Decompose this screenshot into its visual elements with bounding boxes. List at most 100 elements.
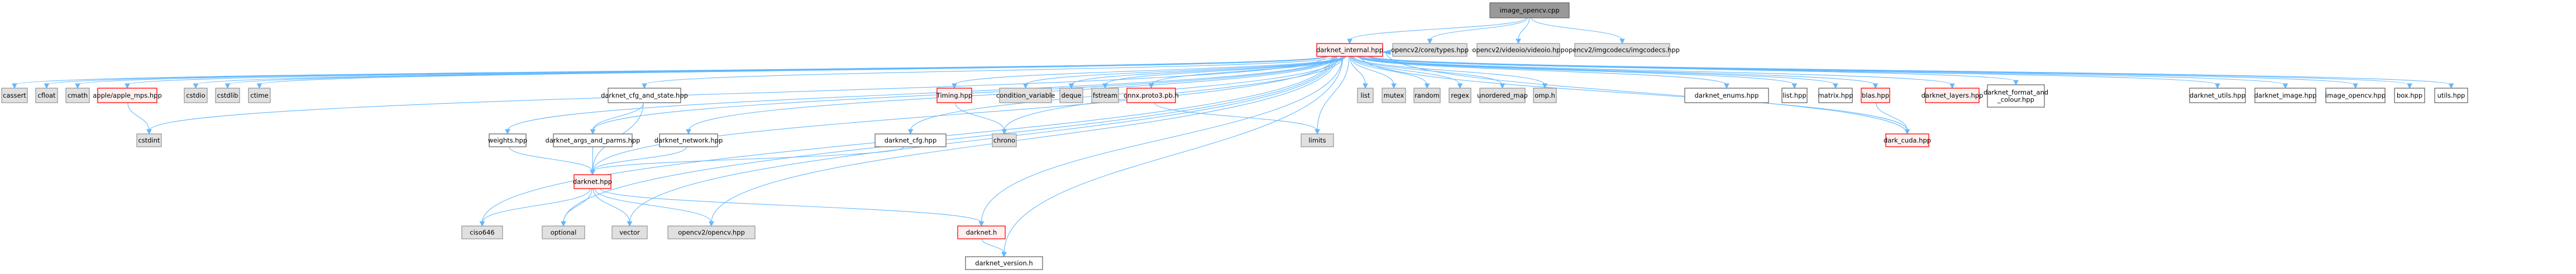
node-opencv2-imgcodecs-hpp[interactable]: opencv2/imgcodecs/imgcodecs.hpp [1565, 43, 1680, 57]
arrowhead-icon [1102, 83, 1108, 89]
arrowhead-icon [1022, 83, 1029, 89]
node-label: unordered_map [1477, 92, 1528, 99]
node-label: regex [1451, 92, 1469, 99]
node-omp-h[interactable]: omp.h [1533, 88, 1557, 103]
arrowhead-icon [2215, 83, 2220, 89]
node-darknet-cfg-and-state-hpp[interactable]: darknet_cfg_and_state.hpp [601, 88, 688, 103]
edge-darknet_cfg_and_state_hpp-to-darknet_args_and_parms_hpp [590, 102, 644, 135]
node-box [659, 133, 718, 147]
node-box [611, 225, 648, 239]
node-darknet-image-hpp[interactable]: darknet_image.hpp [2254, 88, 2317, 103]
arrowhead-icon [1001, 252, 1007, 258]
node-image-opencv-hpp[interactable]: image_opencv.hpp [2325, 88, 2386, 103]
node-darknet-enums-hpp[interactable]: darknet_enums.hpp [1684, 88, 1769, 103]
node-utils-hpp[interactable]: utils.hpp [2434, 88, 2468, 103]
arrowhead-icon [193, 83, 199, 89]
node-box-hpp[interactable]: box.hpp [2394, 88, 2425, 103]
node-label: optional [551, 229, 577, 237]
node-mutex[interactable]: mutex [1382, 88, 1406, 103]
node-ctime[interactable]: ctime [248, 88, 271, 103]
node-cmath[interactable]: cmath [65, 88, 90, 103]
node-darknet-cfg-hpp[interactable]: darknet_cfg.hpp [874, 133, 947, 147]
arrowhead-icon [1499, 83, 1506, 89]
node-cstdio[interactable]: cstdio [184, 88, 208, 103]
node-box [1987, 84, 2045, 108]
arrowhead-icon [2448, 83, 2454, 89]
node-box [1476, 43, 1560, 57]
arrowhead-icon [224, 83, 231, 89]
node-matrix-hpp[interactable]: matrix.hpp [1818, 88, 1853, 103]
node-random[interactable]: random [1413, 88, 1441, 103]
edge-darknet_internal_hpp-to-ctime [256, 56, 1328, 89]
node-darknet-hpp[interactable]: darknet.hpp [573, 174, 612, 189]
node-apple-mps-hpp[interactable]: apple/apple_mps.hpp [93, 88, 162, 103]
edge-line [1361, 56, 1953, 85]
node-box [874, 133, 947, 147]
node-image-opencv-cpp[interactable]: image_opencv.cpp [1489, 2, 1570, 18]
edge-darknet_internal_hpp-to-darknet_cfg_hpp [907, 56, 1341, 135]
arrowhead-icon [256, 83, 262, 89]
node-darknet-network-hpp[interactable]: darknet_network.hpp [654, 133, 723, 147]
node-regex[interactable]: regex [1449, 88, 1471, 103]
node-onnx-proto3-pb-h[interactable]: onnx.proto3.pb.h [1124, 88, 1179, 103]
arrowhead-icon [1315, 129, 1320, 135]
node-box [1413, 88, 1441, 103]
node-darknet-layers-hpp[interactable]: darknet_layers.hpp [1922, 88, 1984, 103]
node-weights-hpp[interactable]: weights.hpp [488, 133, 527, 147]
node-dark-cuda-hpp[interactable]: dark_cuda.hpp [1884, 133, 1931, 147]
node-darknet-format-and-colour-hpp[interactable]: darknet_format_and_colour.hpp [1984, 84, 2048, 108]
node-optional[interactable]: optional [542, 225, 585, 239]
node-box [184, 88, 208, 103]
edge-line [1385, 52, 1908, 134]
node-cstdlib[interactable]: cstdlib [215, 88, 240, 103]
edge-line [592, 146, 905, 172]
node-darknet-args-and-parms-hpp[interactable]: darknet_args_and_parms.hpp [546, 133, 641, 147]
edge-darknet_internal_hpp-to-darknet_cfg_and_state_hpp [642, 56, 1336, 89]
node-box [65, 88, 90, 103]
node-deque[interactable]: deque [1059, 88, 1083, 103]
node-cfloat[interactable]: cfloat [35, 88, 58, 103]
node-darknet-utils-hpp[interactable]: darknet_utils.hpp [2189, 88, 2246, 103]
node-darknet-version-h[interactable]: darknet_version.h [965, 256, 1043, 270]
node-list[interactable]: list [1357, 88, 1374, 103]
edge-apple_mps_hpp-to-cstdint [127, 102, 152, 135]
node-cassert[interactable]: cassert [1, 88, 28, 103]
edge-line [981, 56, 1343, 223]
node-vector[interactable]: vector [611, 225, 648, 239]
edge-darknet_internal_hpp-to-list_hpp [1358, 56, 1798, 89]
node-fstream[interactable]: fstream [1091, 88, 1119, 103]
arrowhead-icon [1457, 83, 1463, 89]
edge-darknet_internal_hpp-to-blas_hpp [1360, 56, 1879, 89]
node-label: list [1361, 92, 1370, 99]
node-box [1392, 43, 1468, 57]
edge-line [563, 56, 1335, 223]
edge-line [1531, 17, 1623, 41]
node-list-hpp[interactable]: list.hpp [1781, 88, 1808, 103]
node-box [1818, 88, 1853, 103]
node-blas-hpp[interactable]: blas.hpp [1861, 88, 1890, 103]
node-darknet-internal-hpp[interactable]: darknet_internal.hpp [1316, 43, 1383, 57]
edge-darknet_internal_hpp-to-weights_hpp [505, 56, 1334, 135]
node-darknet-h[interactable]: darknet.h [957, 225, 1006, 239]
node-timing-hpp[interactable]: Timing.hpp [936, 88, 972, 103]
arrowhead-icon [1382, 49, 1391, 55]
node-label: fstream [1093, 92, 1117, 99]
arrowhead-icon [1001, 129, 1007, 135]
node-condition-variable[interactable]: condition_variable [996, 88, 1055, 103]
node-opencv2-core-types-hpp[interactable]: opencv2/core/types.hpp [1391, 43, 1469, 57]
node-box [965, 256, 1043, 270]
edge-darknet_internal_hpp-to-matrix_hpp [1359, 56, 1838, 89]
node-ciso646[interactable]: ciso646 [461, 225, 503, 239]
node-chrono[interactable]: chrono [992, 133, 1017, 147]
edge-darknet_internal_hpp-to-cstdlib [224, 56, 1328, 89]
arrowhead-icon [590, 170, 595, 176]
node-opencv2-opencv-hpp[interactable]: opencv2/opencv.hpp [667, 225, 756, 239]
edge-line [259, 56, 1328, 85]
node-opencv2-videoio-hpp[interactable]: opencv2/videoio/videoio.hpp [1472, 43, 1565, 57]
node-limits[interactable]: limits [1301, 133, 1334, 147]
node-unordered-map[interactable]: unordered_map [1477, 88, 1528, 103]
arrowhead-icon [12, 83, 17, 89]
edge-line [1150, 56, 1346, 85]
node-cstdint[interactable]: cstdint [136, 133, 162, 147]
edge-line [1349, 17, 1527, 41]
